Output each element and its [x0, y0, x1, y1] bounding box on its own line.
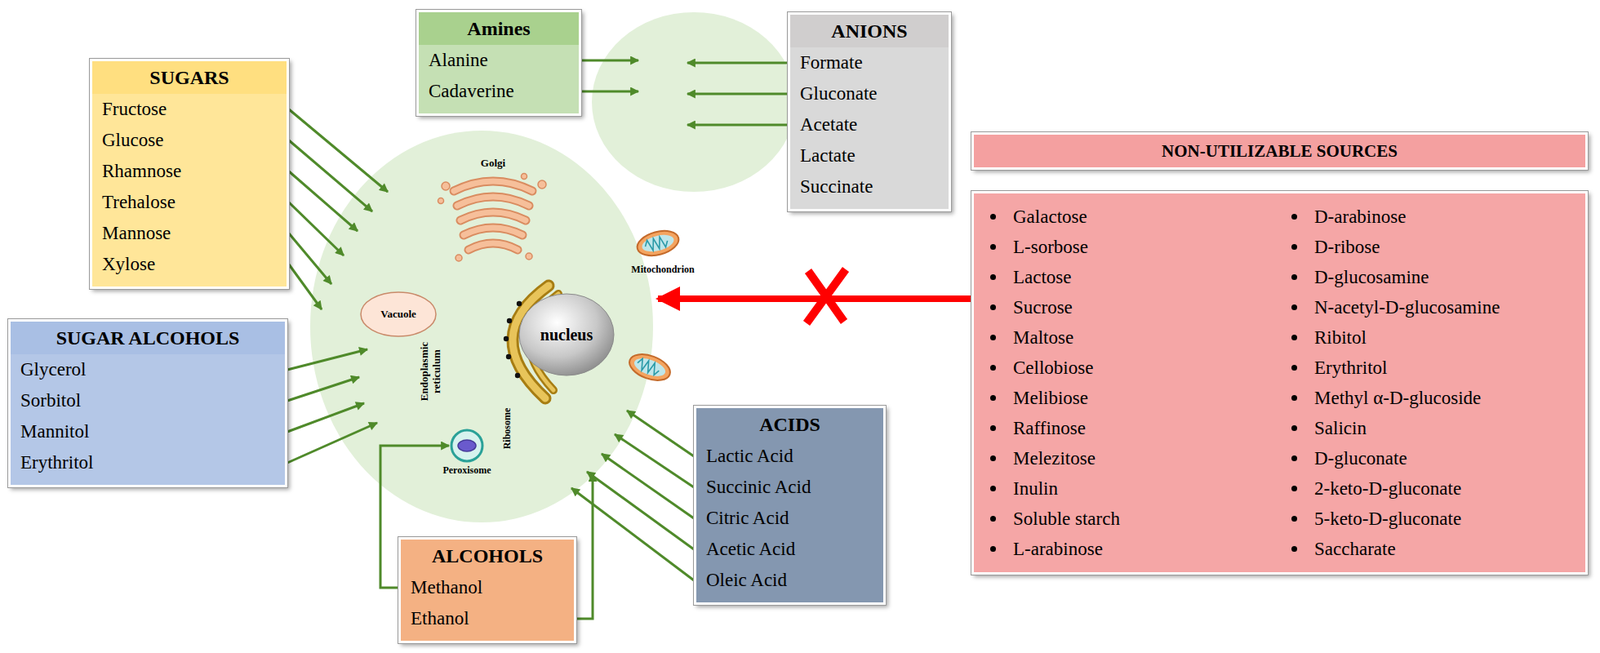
source-item: Alanine	[418, 44, 579, 76]
list-item: Raffinose	[985, 413, 1287, 444]
box-heading: ACIDS	[696, 408, 884, 441]
list-item: L-sorbose	[985, 231, 1287, 263]
alcohols-box: ALCOHOLSMethanolEthanol	[398, 537, 577, 644]
box-heading: NON-UTILIZABLE SOURCES	[973, 134, 1586, 168]
source-item: Ethanol	[400, 603, 574, 635]
uptake-arrow	[614, 434, 694, 488]
uptake-arrow	[687, 124, 788, 127]
source-item: Cadaverine	[418, 75, 579, 107]
list-item: Salicin	[1286, 413, 1586, 444]
source-item: Acetic Acid	[696, 533, 884, 565]
list-item: Soluble starch	[985, 503, 1287, 534]
list-item: Lactose	[985, 262, 1287, 293]
uptake-arrow	[687, 62, 788, 65]
list-item: Erythritol	[1286, 352, 1586, 383]
source-item: Mannose	[92, 217, 287, 249]
organelle-label: Mitochondrion	[631, 264, 694, 276]
amines-box: AminesAlanineCadaverine	[416, 9, 582, 116]
organelle-label: Endoplasmic reticulum	[418, 336, 444, 407]
organelle-label: nucleus	[540, 325, 593, 345]
source-item: Rhamnose	[92, 155, 287, 187]
list-item: Cellobiose	[985, 352, 1287, 383]
organelle-label: Golgi	[480, 157, 506, 170]
acids-box: ACIDSLactic AcidSuccinic AcidCitric Acid…	[693, 405, 886, 605]
source-item: Sorbitol	[10, 385, 285, 417]
source-item: Succinic Acid	[696, 471, 884, 503]
vacuole: Vacuole	[359, 290, 438, 338]
list-item: L-arabinose	[985, 533, 1287, 565]
box-heading: ANIONS	[790, 14, 949, 48]
list-item: D-glucosamine	[1286, 262, 1586, 293]
organelle-label: Peroxisome	[442, 464, 491, 477]
source-item: Citric Acid	[696, 502, 884, 534]
source-item: Mannitol	[10, 416, 285, 448]
uptake-arrow	[288, 140, 373, 212]
peroxisome: Peroxisome	[434, 428, 500, 488]
source-item: Erythritol	[10, 447, 285, 479]
list-item: Sucrose	[985, 292, 1287, 323]
source-item: Fructose	[92, 93, 287, 125]
list-item: Inulin	[985, 473, 1287, 504]
list-item: D-gluconate	[1286, 443, 1586, 474]
nucleus: nucleus	[517, 292, 616, 378]
source-item: Lactate	[790, 140, 949, 172]
list-item: D-ribose	[1286, 231, 1586, 263]
source-item: Methanol	[400, 572, 574, 604]
list-item: Melibiose	[985, 382, 1287, 414]
list-item: N-acetyl-D-glucosamine	[1286, 292, 1586, 323]
uptake-arrow	[288, 171, 358, 232]
list-item: D-arabinose	[1286, 201, 1586, 232]
list-item: 5-keto-D-gluconate	[1286, 503, 1586, 534]
list-item: Ribitol	[1286, 322, 1586, 353]
sugars-box: SUGARSFructoseGlucoseRhamnoseTrehaloseMa…	[89, 58, 289, 289]
box-heading: ALCOHOLS	[400, 539, 574, 573]
source-item: Acetate	[790, 109, 949, 141]
uptake-arrow	[581, 59, 639, 63]
anions-box: ANIONSFormateGluconateAcetateLactateSucc…	[787, 12, 952, 212]
source-item: Succinate	[790, 171, 949, 203]
mitochondrion-drawing	[634, 226, 681, 261]
uptake-arrow	[288, 109, 388, 192]
list-item: 2-keto-D-gluconate	[1286, 473, 1586, 504]
organelle-label: Vacuole	[380, 307, 417, 321]
source-item: Lactic Acid	[696, 440, 884, 472]
uptake-arrow	[576, 473, 593, 619]
source-item: Glucose	[92, 124, 287, 156]
list-item: Galactose	[985, 201, 1287, 232]
source-item: Glycerol	[10, 354, 285, 386]
uptake-arrow	[571, 488, 694, 581]
uptake-arrow	[601, 453, 694, 519]
uptake-arrow	[581, 90, 639, 94]
box-heading: SUGAR ALCOHOLS	[10, 321, 285, 355]
source-item: Trehalose	[92, 186, 287, 218]
box-heading: Amines	[418, 12, 579, 45]
list-item: Methyl α-D-glucoside	[1286, 382, 1586, 414]
list-item: Saccharate	[1286, 533, 1586, 565]
list-item: Maltose	[985, 322, 1287, 353]
non-utilizable-list: GalactoseL-sorboseLactoseSucroseMaltoseC…	[971, 191, 1588, 575]
list-item: Melezitose	[985, 443, 1287, 474]
non-utilizable-header: NON-UTILIZABLE SOURCES	[971, 132, 1588, 170]
source-item: Xylose	[92, 248, 287, 280]
blocked-arrow	[657, 295, 972, 303]
box-heading: SUGARS	[92, 61, 287, 94]
source-item: Oleic Acid	[696, 564, 884, 596]
organelle-label: Ribosome	[502, 408, 514, 450]
source-item: Gluconate	[790, 78, 949, 110]
uptake-arrow	[687, 93, 788, 96]
sugar-alcohols-box: SUGAR ALCOHOLSGlycerolSorbitolMannitolEr…	[8, 319, 288, 488]
source-item: Formate	[790, 47, 949, 79]
